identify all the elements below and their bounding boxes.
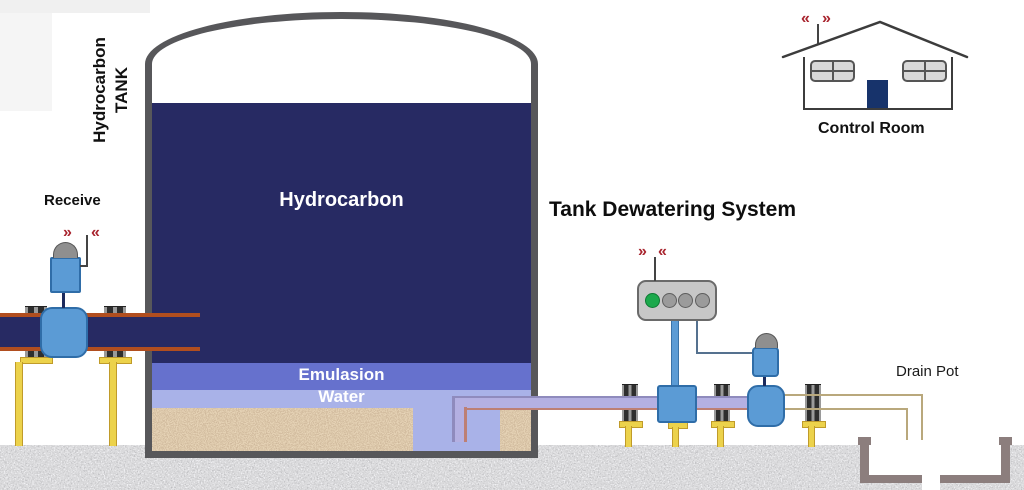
- drain-pot-floor-left: [868, 475, 922, 483]
- wireless-signal-icon: «: [91, 224, 100, 241]
- dewatering-pipe: [452, 396, 750, 410]
- drain-pot-floor-gap: [922, 475, 940, 490]
- tank-emulsion-layer: [152, 363, 531, 390]
- receive-support-leg-right: [109, 362, 117, 446]
- receive-actuator-body: [50, 257, 81, 293]
- drain-pot-label: Drain Pot: [896, 363, 959, 380]
- receive-support-cap-left: [20, 357, 53, 364]
- skid-support-leg: [625, 426, 632, 447]
- drain-line-bottom: [783, 408, 908, 410]
- tank-side-label-line1: Hydrocarbon: [90, 37, 109, 143]
- drain-pot-wall-cap-left: [858, 437, 871, 445]
- tank-side-label-line2: TANK: [112, 67, 131, 113]
- panel-drop-pipe: [671, 319, 679, 387]
- drain-pot-wall-left: [860, 437, 869, 483]
- receive-antenna-lead: [80, 265, 88, 267]
- control-line-horizontal: [696, 352, 754, 354]
- system-title: Tank Dewatering System: [549, 198, 797, 221]
- drain-pot-pit-interior: [868, 437, 1002, 475]
- tank-hydrocarbon-layer: [152, 103, 531, 363]
- panel-antenna: [654, 257, 656, 281]
- dewatering-control-valve: [657, 385, 697, 423]
- indicator-light-green: [645, 293, 660, 308]
- tank-suction-pipe-left-line: [452, 396, 455, 442]
- tank-water-layer: [152, 390, 531, 408]
- window-divider: [903, 70, 946, 72]
- panel-lights: [645, 293, 710, 308]
- wireless-signal-icon: «: [658, 243, 667, 260]
- tank-suction-pipe-right-line: [464, 407, 467, 442]
- background-patch: [0, 13, 52, 111]
- receive-valve-body: [40, 307, 88, 358]
- shutoff-valve-stem: [763, 376, 766, 386]
- dewatering-shutoff-valve: [747, 385, 785, 427]
- receive-pipe: [0, 313, 200, 351]
- indicator-light-gray: [678, 293, 693, 308]
- receive-label: Receive: [44, 192, 101, 209]
- wireless-signal-icon: «: [801, 10, 810, 27]
- indicator-light-gray: [694, 293, 710, 308]
- receive-actuator-dome: [53, 242, 78, 258]
- hydrocarbon-layer-label: Hydrocarbon: [279, 189, 404, 211]
- control-room-label: Control Room: [818, 120, 925, 137]
- window-divider: [811, 70, 854, 72]
- receive-valve-stem: [62, 293, 65, 308]
- control-room-antenna: [817, 24, 819, 47]
- tank-suction-pipe-fill: [454, 407, 464, 442]
- shutoff-actuator-body: [752, 347, 779, 377]
- skid-support-leg: [672, 427, 679, 447]
- wireless-signal-icon: »: [638, 243, 647, 260]
- drain-pot-wall-right: [1001, 437, 1010, 483]
- skid-support-leg: [717, 426, 724, 447]
- skid-support-leg: [808, 426, 815, 447]
- drain-pot-floor-right: [940, 475, 1001, 483]
- hydrocarbon-tank: Hydrocarbon Emulasion Water: [145, 12, 538, 458]
- drain-line-top: [783, 394, 923, 396]
- drain-line-down-inner: [906, 408, 908, 440]
- control-line-vertical: [696, 321, 698, 353]
- control-room-roof: [781, 20, 969, 59]
- receive-antenna: [86, 235, 88, 267]
- control-panel: [637, 280, 717, 321]
- background-patch: [0, 0, 150, 13]
- shutoff-actuator-dome: [755, 333, 778, 348]
- wireless-signal-icon: »: [63, 224, 72, 241]
- tank-side-label: Hydrocarbon TANK: [89, 25, 135, 155]
- emulsion-layer-label: Emulasion: [298, 365, 385, 384]
- control-room-door: [867, 80, 888, 108]
- wireless-signal-icon: »: [822, 10, 831, 27]
- drain-line-down-outer: [921, 394, 923, 440]
- water-layer-label: Water: [318, 387, 365, 406]
- tank-sediment-texture: [500, 410, 531, 451]
- indicator-light-gray: [661, 293, 677, 308]
- drain-pot-wall-cap-right: [999, 437, 1012, 445]
- receive-support-leg-left: [15, 362, 23, 446]
- tank-sediment-texture: [152, 408, 413, 451]
- dewatering-flange-3: [805, 384, 821, 424]
